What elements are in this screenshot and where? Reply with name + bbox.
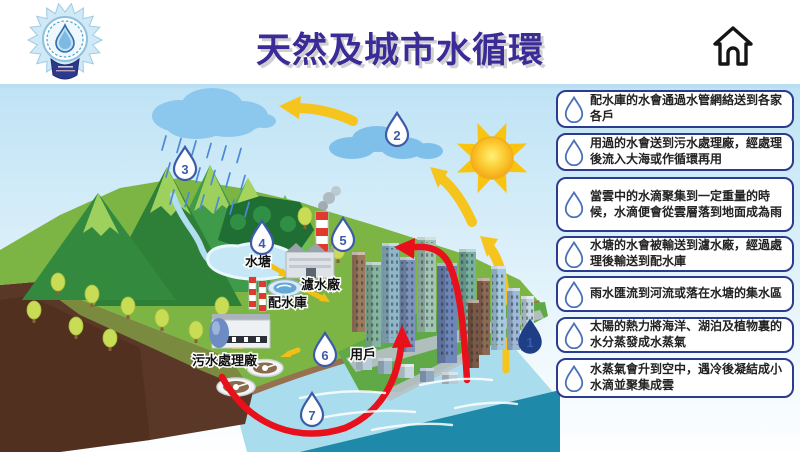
step-marker-2: 2 <box>384 111 410 148</box>
filtration-plant-building <box>285 186 341 279</box>
service-reservoir-tank <box>267 278 303 298</box>
svg-text:2: 2 <box>393 128 400 143</box>
step-marker-6: 6 <box>312 331 338 368</box>
droplet-icon <box>564 95 584 123</box>
step-marker-1: 1 <box>518 319 542 354</box>
step-marker-4: 4 <box>249 219 275 256</box>
label-service-reservoir: 配水庫 <box>268 295 307 310</box>
header: 天然及城市水循環 <box>0 0 800 84</box>
page-title: 天然及城市水循環 <box>255 31 544 70</box>
trees <box>26 206 346 351</box>
label-sewage-plant: 污水處理廠 <box>192 353 258 368</box>
svg-text:4: 4 <box>258 236 266 251</box>
info-card-text: 用過的水會送到污水處理廠，經處理後流入大海或作循環再用 <box>590 136 783 166</box>
school-badge-logo <box>26 3 104 80</box>
badge-ribbon <box>50 57 80 80</box>
info-card-text: 太陽的熱力將海洋、湖泊及植物裏的水分蒸發成水蒸氣 <box>590 319 783 349</box>
svg-text:7: 7 <box>308 408 315 423</box>
sedimentation-tanks <box>216 358 284 397</box>
svg-text:1: 1 <box>526 335 533 350</box>
svg-text:6: 6 <box>321 348 328 363</box>
step-marker-3: 3 <box>172 145 198 182</box>
droplet-icon <box>564 280 584 308</box>
place-labels: 水塘 濾水廠 配水庫 污水處理廠 用戶 <box>191 253 378 370</box>
info-card: 用過的水會送到污水處理廠，經處理後流入大海或作循環再用 <box>556 133 794 171</box>
home-button[interactable] <box>710 23 756 69</box>
info-card: 當雲中的水滴聚集到一定重量的時候，水滴便會從雲層落到地面成為雨 <box>556 177 794 232</box>
svg-text:3: 3 <box>181 162 188 177</box>
info-card-text: 配水庫的水會通過水管網絡送到各家各戶 <box>590 93 783 123</box>
info-card: 水塘的水會被輸送到濾水廠，經過處理後輸送到配水庫 <box>556 236 794 272</box>
info-card: 水蒸氣會升到空中，遇冷後凝結成小水滴並聚集成雲 <box>556 358 794 398</box>
water-flow-arrows <box>218 238 471 437</box>
info-card: 配水庫的水會通過水管網絡送到各家各戶 <box>556 90 794 128</box>
info-card-text: 水蒸氣會升到空中，遇冷後凝結成小水滴並聚集成雲 <box>590 362 783 392</box>
step-markers: 1 2 3 4 5 6 7 <box>172 111 542 428</box>
info-card: 太陽的熱力將海洋、湖泊及植物裏的水分蒸發成水蒸氣 <box>556 317 794 353</box>
info-card-text: 雨水匯流到河流或落在水塘的集水區 <box>590 286 783 301</box>
home-icon <box>713 26 753 66</box>
label-users: 用戶 <box>349 347 376 362</box>
chimneys <box>248 276 267 312</box>
sewage-plant-building <box>209 314 284 397</box>
droplet-icon <box>564 138 584 166</box>
droplet-icon <box>564 321 584 349</box>
droplet-icon <box>564 364 584 392</box>
svg-text:5: 5 <box>339 233 346 248</box>
info-sidebar: 配水庫的水會通過水管網絡送到各家各戶 用過的水會送到污水處理廠，經處理後流入大海… <box>556 88 798 452</box>
label-reservoir: 水塘 <box>245 254 271 269</box>
info-card-text: 當雲中的水滴聚集到一定重量的時候，水滴便會從雲層落到地面成為雨 <box>590 188 783 219</box>
droplet-icon <box>564 240 584 268</box>
header-divider <box>0 84 800 88</box>
sea-waves <box>298 377 519 432</box>
rain-cloud <box>152 88 276 139</box>
droplet-icon <box>564 191 584 218</box>
info-card-text: 水塘的水會被輸送到濾水廠，經過處理後輸送到配水庫 <box>590 238 783 268</box>
cloud <box>329 126 443 159</box>
step-marker-5: 5 <box>330 216 356 253</box>
forest <box>218 196 314 250</box>
step-marker-7: 7 <box>299 391 325 428</box>
sun-icon <box>456 122 528 194</box>
label-filtration-plant: 濾水廠 <box>301 277 341 292</box>
info-card: 雨水匯流到河流或落在水塘的集水區 <box>556 276 794 312</box>
